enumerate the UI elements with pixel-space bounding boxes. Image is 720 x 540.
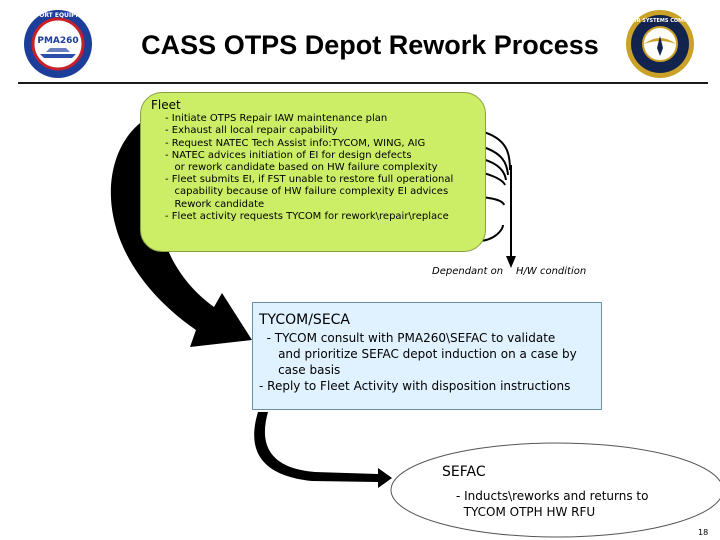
fleet-box: Fleet - Initiate OTPS Repair IAW mainten… — [140, 92, 486, 252]
fleet-item: - Initiate OTPS Repair IAW maintenance p… — [165, 113, 388, 125]
tycom-item: case basis — [259, 363, 341, 377]
tycom-item: - Reply to Fleet Activity with dispositi… — [259, 379, 571, 393]
sefac-item: TYCOM OTPH HW RFU — [456, 505, 596, 519]
fleet-item: - Fleet activity requests TYCOM for rewo… — [165, 210, 449, 222]
dependent-label-left: Dependant on — [432, 266, 504, 277]
page-number: 18 — [698, 528, 709, 537]
sefac-ellipse — [390, 442, 720, 538]
fleet-item: Rework candidate — [165, 198, 265, 210]
fleet-item: or rework candidate based on HW failure … — [165, 162, 438, 174]
dependent-arrowhead — [506, 256, 516, 268]
fleet-item: - NATEC advices initiation of EI for des… — [165, 149, 412, 161]
dependent-label-right: H/W condition — [516, 266, 587, 277]
tycom-item: and prioritize SEFAC depot induction on … — [259, 347, 577, 361]
tycom-item: - TYCOM consult with PMA260\SEFAC to val… — [259, 331, 556, 345]
logo-ring-text: SUPPORT EQUIPMENT — [21, 12, 95, 19]
fleet-item: capability because of HW failure complex… — [165, 186, 449, 198]
fleet-title: Fleet — [151, 98, 181, 112]
fleet-item: - Fleet submits EI, if FST unable to res… — [165, 174, 454, 186]
sefac-item: - Inducts\reworks and returns to — [456, 489, 649, 503]
fleet-item: - Exhaust all local repair capability — [165, 125, 338, 137]
seal-ring-text: NAVAIR SYSTEMS COMMAND — [620, 18, 701, 24]
navair-seal-logo: NAVAIR SYSTEMS COMMAND — [620, 10, 701, 78]
support-equipment-logo: PMA260 SUPPORT EQUIPMENT — [21, 10, 96, 78]
tycom-box: TYCOM/SECA - TYCOM consult with PMA260\S… — [252, 302, 602, 410]
title-divider — [18, 82, 708, 84]
tycom-title: TYCOM/SECA — [259, 312, 351, 328]
fleet-item: - Request NATEC Tech Assist info:TYCOM, … — [165, 137, 426, 149]
tycom-to-sefac-arrow — [254, 412, 392, 488]
sefac-title: SEFAC — [442, 464, 486, 480]
page-title: CASS OTPS Depot Rework Process — [141, 30, 599, 60]
logo-center-text: PMA260 — [37, 36, 78, 46]
